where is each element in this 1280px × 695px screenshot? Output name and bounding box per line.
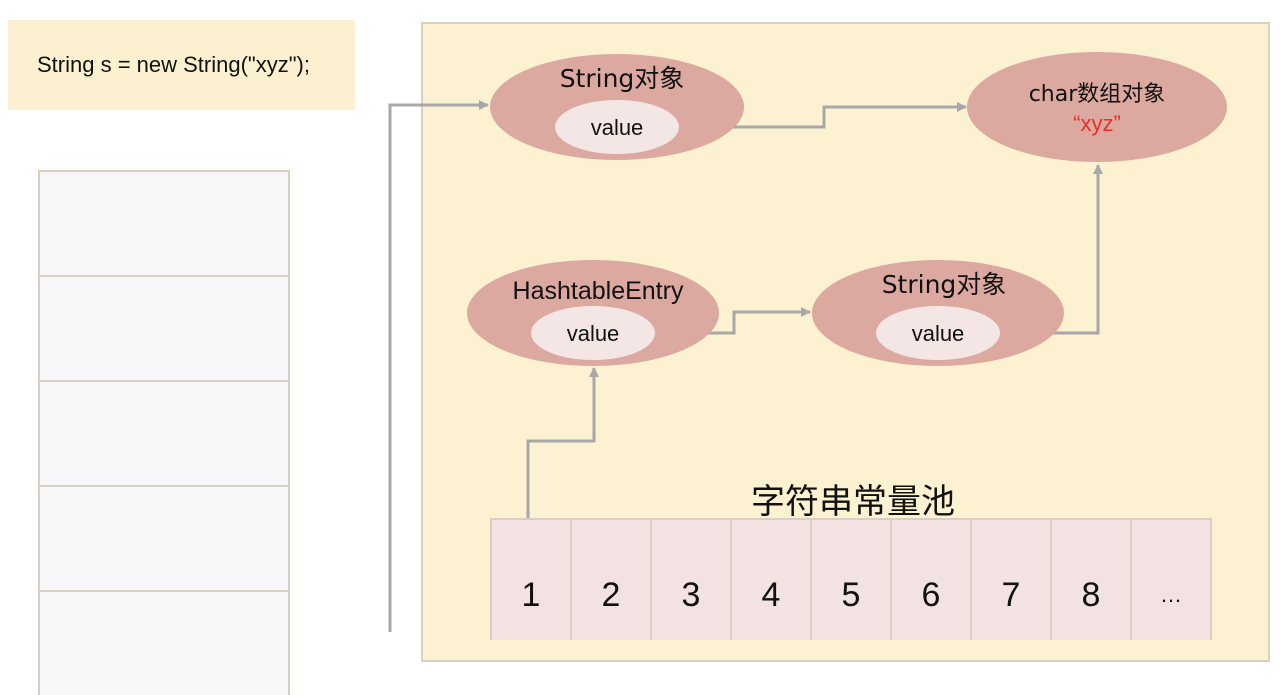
char-array-value: “xyz” <box>1073 111 1121 136</box>
string-object-top: String对象 value <box>490 54 744 160</box>
pool-slot: 4 <box>730 520 810 640</box>
object-title: char数组对象 <box>1029 82 1166 107</box>
pool-slot: 5 <box>810 520 890 640</box>
string-pool-title: 字符串常量池 <box>751 482 955 522</box>
pool-slot: 2 <box>570 520 650 640</box>
stack-cell <box>38 170 290 275</box>
object-title: HashtableEntry <box>513 277 684 305</box>
pool-slot: 6 <box>890 520 970 640</box>
arrow-pool-to-entry <box>526 367 599 518</box>
string-pool-table: 1 2 3 4 5 6 7 8 … <box>490 518 1212 640</box>
field-label: value <box>591 115 644 140</box>
field-label: value <box>912 321 965 346</box>
char-array-object: char数组对象 “xyz” <box>967 52 1227 162</box>
diagram-canvas: String对象 value char数组对象 “xyz” HashtableE… <box>388 52 1227 632</box>
code-statement: String s = new String("xyz"); <box>8 20 355 110</box>
field-label: value <box>567 321 620 346</box>
object-title: String对象 <box>560 64 685 93</box>
pool-slot: … <box>1130 520 1212 640</box>
pool-slot: 3 <box>650 520 730 640</box>
hashtable-entry: HashtableEntry value <box>467 260 719 366</box>
pool-slot: 1 <box>490 520 570 640</box>
pool-slot: 8 <box>1050 520 1130 640</box>
arrow-value-to-char <box>680 102 967 129</box>
pool-slot: 7 <box>970 520 1050 640</box>
stack-cell <box>38 380 290 485</box>
object-title: String对象 <box>882 270 1007 299</box>
string-object-pool: String对象 value <box>812 260 1064 366</box>
stack-cell <box>38 485 290 590</box>
stack-cell <box>38 275 290 380</box>
arrow-s-to-string <box>388 100 489 632</box>
